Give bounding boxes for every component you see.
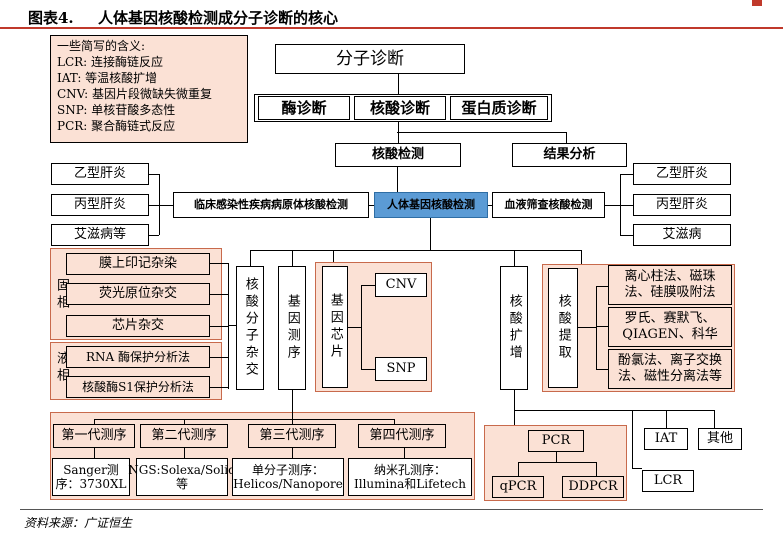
solid-method-item: 芯片杂交 xyxy=(66,315,210,337)
sequencing-platform: Sanger测序：3730XL xyxy=(52,458,130,496)
node-nucleic-amplification: 核酸扩增 xyxy=(500,266,528,390)
solid-method-item: 膜上印记杂染 xyxy=(66,253,210,275)
liquid-method-item: 核酸酶S1保护分析法 xyxy=(66,376,210,398)
node-ddpcr: DDPCR xyxy=(562,476,624,498)
node-pcr: PCR xyxy=(528,430,584,452)
sequencing-platform: NGS:Solexa/Solid等 xyxy=(128,458,236,496)
right-disease-item: 丙型肝炎 xyxy=(633,194,731,216)
figure-label: 图表4. xyxy=(28,9,74,27)
sequencing-generation: 第二代测序 xyxy=(140,424,228,448)
node-blood-screening-detection: 血液筛查核酸检测 xyxy=(492,192,605,218)
left-disease-item: 乙型肝炎 xyxy=(51,163,149,185)
node-enzyme-diagnosis: 酶诊断 xyxy=(258,96,350,120)
node-result-analysis: 结果分析 xyxy=(512,143,627,167)
extraction-method-text: 离心柱法、磁珠法、硅膜吸附法 xyxy=(624,269,716,300)
sequencing-platform: 纳米孔测序：Illumina和Lifetech xyxy=(348,458,472,496)
extraction-method-item: 罗氏、赛默飞、QIAGEN、科华 xyxy=(608,307,732,347)
figure-title-bar: 图表4. 人体基因核酸检测成分子诊断的核心 xyxy=(28,5,528,27)
node-iat: IAT xyxy=(644,428,688,450)
node-nucleic-extraction: 核酸提取 xyxy=(548,268,578,388)
legend-heading: 一些简写的含义: xyxy=(57,39,146,53)
solid-phase-label: 固相 xyxy=(54,278,69,312)
sequencing-platform-text: NGS:Solexa/Solid等 xyxy=(128,462,236,491)
extraction-method-text: 罗氏、赛默飞、QIAGEN、科华 xyxy=(622,311,718,342)
node-gene-sequencing: 基因测序 xyxy=(278,266,306,390)
node-nucleic-hybridization: 核酸分子杂交 xyxy=(236,266,264,390)
right-disease-item: 艾滋病 xyxy=(633,224,731,246)
extraction-method-text: 酚氯法、离子交换法、磁性分离法等 xyxy=(617,353,722,384)
sequencing-generation: 第一代测序 xyxy=(53,424,135,448)
extraction-method-item: 酚氯法、离子交换法、磁性分离法等 xyxy=(608,349,732,389)
node-cnv: CNV xyxy=(375,273,427,297)
liquid-method-item: RNA 酶保护分析法 xyxy=(66,346,210,368)
node-nucleic-detection: 核酸检测 xyxy=(335,143,461,167)
node-snp: SNP xyxy=(375,357,427,381)
legend-item: IAT: 等温核酸扩增 xyxy=(57,71,158,85)
figure-source: 资料来源：广证恒生 xyxy=(24,516,133,530)
left-disease-item: 艾滋病等 xyxy=(51,224,149,246)
node-other: 其他 xyxy=(698,428,742,450)
footer-rule xyxy=(20,509,763,510)
legend-item: PCR: 聚合酶链式反应 xyxy=(57,119,176,133)
node-molecular-diagnosis: 分子诊断 xyxy=(275,44,465,74)
node-human-gene-detection: 人体基因核酸检测 xyxy=(374,192,488,218)
node-nucleic-diagnosis: 核酸诊断 xyxy=(354,96,446,120)
solid-method-item: 荧光原位杂交 xyxy=(66,283,210,305)
right-disease-item: 乙型肝炎 xyxy=(633,163,731,185)
tier1-outer-frame xyxy=(254,94,552,122)
sequencing-platform-text: Sanger测序：3730XL xyxy=(55,462,127,491)
corner-marker xyxy=(752,0,762,6)
node-protein-diagnosis: 蛋白质诊断 xyxy=(450,96,548,120)
node-gene-chip: 基因芯片 xyxy=(322,266,348,388)
node-lcr: LCR xyxy=(642,470,694,492)
node-qpcr: qPCR xyxy=(492,476,544,498)
sequencing-platform-text: 纳米孔测序：Illumina和Lifetech xyxy=(354,462,466,491)
legend-item: SNP: 单核苷酸多态性 xyxy=(57,103,176,117)
legend-item: CNV: 基因片段微缺失微重复 xyxy=(57,87,212,101)
legend-item: LCR: 连接酶链反应 xyxy=(57,55,164,69)
sequencing-generation: 第四代测序 xyxy=(358,424,446,448)
sequencing-generation: 第三代测序 xyxy=(248,424,336,448)
left-disease-item: 丙型肝炎 xyxy=(51,194,149,216)
figure-title: 人体基因核酸检测成分子诊断的核心 xyxy=(98,9,339,27)
title-underline xyxy=(0,27,783,29)
liquid-phase-label: 液相 xyxy=(54,351,69,385)
node-clinical-pathogen-detection: 临床感染性疾病病原体核酸检测 xyxy=(173,192,369,218)
abbreviation-legend: 一些简写的含义: LCR: 连接酶链反应 IAT: 等温核酸扩增 CNV: 基因… xyxy=(50,35,248,143)
sequencing-platform: 单分子测序：Helicos/Nanopore xyxy=(232,458,344,496)
sequencing-platform-text: 单分子测序：Helicos/Nanopore xyxy=(233,462,343,491)
extraction-method-item: 离心柱法、磁珠法、硅膜吸附法 xyxy=(608,265,732,305)
